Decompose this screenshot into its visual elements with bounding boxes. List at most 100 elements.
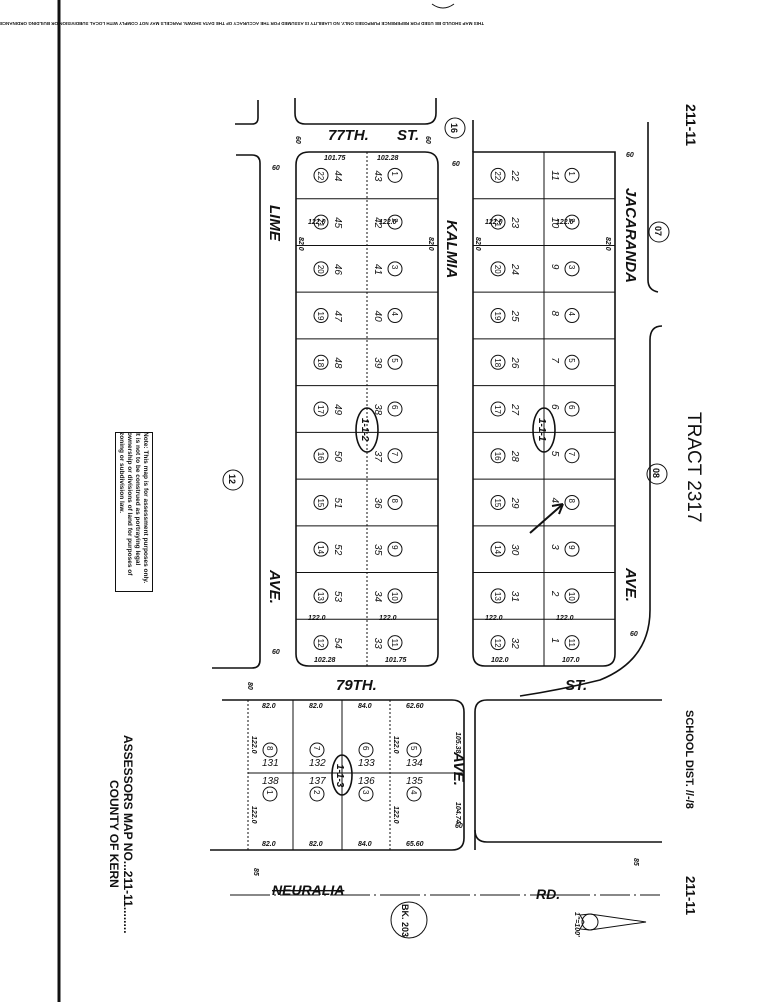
area-code-07 (648, 221, 670, 243)
parcel-circle (387, 448, 403, 464)
parcel-number: 17 (316, 405, 325, 414)
street-lime: LIME (266, 205, 283, 242)
parcel-circle (309, 742, 325, 758)
parcel-number: 8 (567, 498, 576, 503)
parcel-circle (313, 541, 329, 557)
street-width: 60 (272, 165, 280, 172)
north-arrow-icon (579, 913, 647, 931)
parcel-circle (387, 588, 403, 604)
parcel-number: 2 (567, 218, 576, 223)
lot-number: 31 (509, 591, 520, 602)
lot-number: 26 (509, 356, 520, 369)
block-label-112 (355, 407, 379, 453)
dimension: 102.0 (491, 657, 509, 664)
parcel-circle (358, 786, 374, 802)
book-number: BK. 203 (400, 904, 410, 937)
parcel-circle (387, 167, 403, 183)
area-code-08 (646, 463, 668, 485)
dimension: 82.0 (262, 841, 276, 848)
parcel-number: 5 (390, 358, 399, 363)
parcel-circle (406, 742, 422, 758)
lot-number: 41 (372, 264, 383, 275)
lot-number: 29 (509, 496, 520, 509)
lot-number: 40 (372, 311, 383, 323)
lot-number: 23 (509, 216, 520, 229)
highlight-arrow-icon (529, 503, 564, 534)
street-width: 60 (272, 649, 280, 656)
dimension: 122.0 (392, 806, 399, 824)
lot-number: 51 (332, 497, 343, 508)
lot-number: 37 (372, 451, 383, 463)
lot-number: 50 (332, 451, 343, 463)
parcel-number: 3 (361, 790, 370, 795)
lot-number: 1 (549, 638, 560, 644)
lot-number: 39 (372, 357, 383, 369)
lot-number: 25 (509, 310, 520, 323)
parcel-number: 1 (390, 171, 399, 176)
dimension: 104.74 (454, 802, 461, 824)
lot-number: 7 (549, 357, 560, 363)
street-width: 60 (455, 823, 463, 830)
parcel-circle (313, 588, 329, 604)
block-label-113 (331, 754, 353, 796)
parcel-number: 4 (409, 790, 418, 795)
parcel-number: 16 (316, 452, 325, 461)
street-jacaranda: JACARANDA (622, 188, 639, 283)
parcel-number: 2 (312, 790, 321, 795)
street-77th: 77TH. (328, 127, 369, 144)
map-number-top: 211-11 (683, 104, 699, 146)
block-label-111 (532, 407, 556, 453)
dimension: 107.0 (562, 657, 580, 664)
parcel-circle (313, 401, 329, 417)
scale-label: 1"=100' (573, 912, 580, 937)
parcel-number: 21 (316, 218, 325, 227)
lot-number: 133 (358, 758, 375, 769)
parcel-circle (313, 635, 329, 651)
parcel-circle (313, 494, 329, 510)
parcel-number: 13 (316, 592, 325, 601)
street-77th-suffix: ST. (397, 127, 419, 144)
parcel-circle (387, 635, 403, 651)
lot-number: 135 (406, 776, 423, 787)
lot-number: 132 (309, 758, 326, 769)
parcel-circle (490, 635, 506, 651)
parcel-circle (564, 167, 580, 183)
lot-number: 36 (372, 497, 383, 509)
curb (235, 100, 259, 125)
parcel-circle (313, 167, 329, 183)
block-111-label: 1-1-1 (536, 418, 547, 442)
parcel-number: 7 (390, 452, 399, 457)
parcel-circle (490, 401, 506, 417)
dimension: 122.0 (308, 219, 326, 226)
dimension: 122.0 (308, 615, 326, 622)
parcel-circle (387, 401, 403, 417)
parcel-number: 17 (493, 405, 502, 414)
curb (294, 98, 437, 125)
lot-number: 43 (372, 170, 383, 182)
lot-number: 24 (509, 263, 520, 276)
dimension: 122.0 (485, 615, 503, 622)
parcel-circle (490, 308, 506, 324)
dimension: 102.28 (314, 657, 336, 664)
lot-number: 54 (332, 638, 343, 650)
parcel-circle (313, 261, 329, 277)
lot-number: 27 (509, 403, 520, 416)
parcel-number: 11 (390, 639, 399, 648)
curb (212, 154, 261, 669)
lot-number: 9 (549, 264, 560, 270)
map-number-bottom: 211-11 (683, 876, 698, 915)
parcel-number: 8 (265, 746, 274, 751)
street-kalmia-suffix: AVE. (450, 751, 467, 786)
lot-number: 138 (262, 776, 279, 787)
note-text: Note: This map is for assessment purpose… (118, 432, 149, 584)
block-112-label: 1-1-2 (359, 418, 370, 442)
street-width: 60 (626, 152, 634, 159)
lot-number: 32 (509, 638, 520, 650)
dimension: 82.0 (427, 237, 434, 251)
dimension: 101.75 (385, 657, 407, 664)
lot-number: 53 (332, 591, 343, 603)
lot-number: 34 (372, 591, 383, 603)
parcel-number: 3 (567, 265, 576, 270)
parcel-number: 21 (493, 218, 502, 227)
parcel-number: 6 (567, 405, 576, 410)
